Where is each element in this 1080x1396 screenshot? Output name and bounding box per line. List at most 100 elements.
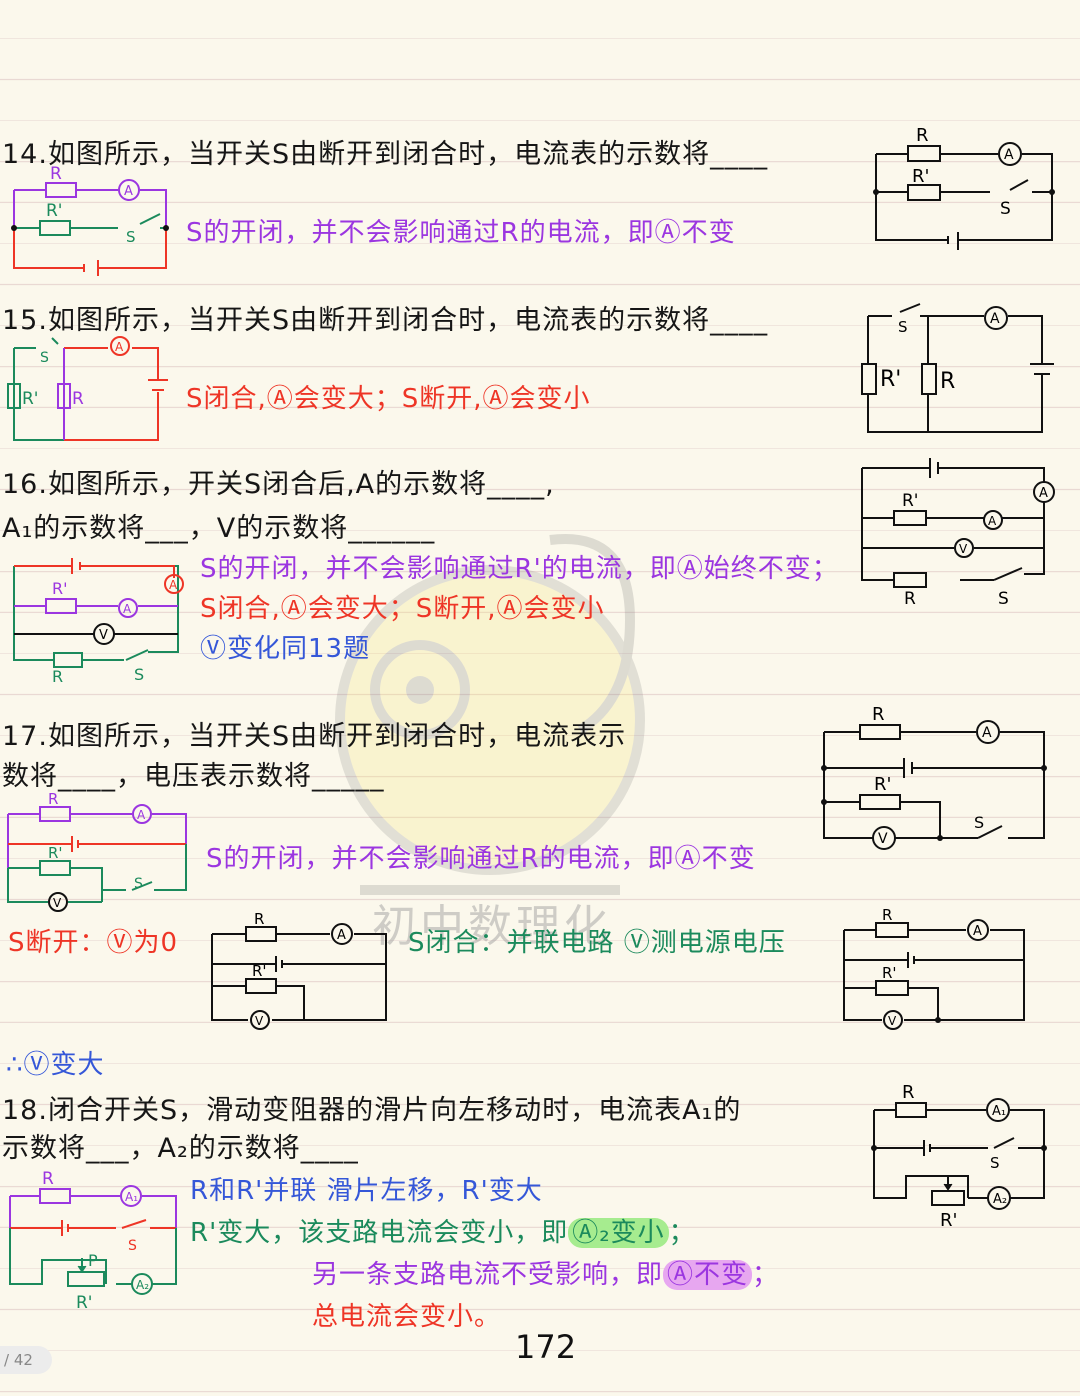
q14-student-circuit: A R R' S bbox=[11, 164, 169, 276]
q14-figure: A R R' S bbox=[873, 125, 1055, 250]
svg-text:R': R' bbox=[22, 389, 39, 409]
svg-text:V: V bbox=[53, 896, 62, 910]
svg-text:S: S bbox=[998, 589, 1009, 609]
q16-note2: S闭合,Ⓐ会变大；S断开,Ⓐ会变小 bbox=[200, 594, 605, 624]
svg-text:A: A bbox=[169, 578, 178, 592]
svg-text:S: S bbox=[134, 665, 144, 684]
q16-question-line2: A₁的示数将___，V的示数将______ bbox=[2, 513, 436, 544]
svg-text:R: R bbox=[42, 1169, 54, 1189]
q18-student-circuit: A₁ A₂ R S P R' bbox=[9, 1169, 177, 1313]
svg-text:S: S bbox=[990, 1154, 1000, 1172]
svg-text:R: R bbox=[872, 704, 885, 725]
svg-text:R: R bbox=[902, 1082, 915, 1103]
svg-text:R: R bbox=[940, 369, 955, 394]
q14-question: 14.如图所示，当开关S由断开到闭合时，电流表的示数将____ bbox=[2, 139, 769, 170]
svg-text:A: A bbox=[982, 725, 992, 741]
svg-text:A: A bbox=[123, 602, 132, 616]
q15-question: 15.如图所示，当开关S由断开到闭合时，电流表的示数将____ bbox=[2, 305, 769, 336]
q18-question-line2: 示数将___，A₂的示数将____ bbox=[2, 1133, 359, 1164]
q15-figure: A R' R S bbox=[861, 303, 1054, 433]
svg-text:R': R' bbox=[48, 844, 63, 862]
svg-text:S: S bbox=[128, 1238, 137, 1254]
svg-text:R': R' bbox=[912, 166, 929, 187]
svg-text:R: R bbox=[48, 790, 58, 808]
svg-text:R': R' bbox=[76, 1293, 93, 1313]
q17-closed-circuit: A V R R' bbox=[843, 906, 1025, 1030]
q18-figure: A₁ A₂ R S R' bbox=[871, 1082, 1047, 1231]
svg-text:S: S bbox=[40, 350, 49, 366]
svg-text:A₁: A₁ bbox=[125, 1190, 138, 1204]
q17-closed-note: S闭合：并联电路 Ⓥ测电源电压 bbox=[408, 928, 786, 958]
svg-text:A: A bbox=[115, 340, 124, 354]
svg-text:A: A bbox=[973, 924, 982, 939]
q16-figure: A A V R' R S bbox=[861, 458, 1055, 609]
resistor-label: R bbox=[50, 164, 62, 184]
q16-student-circuit: A A V R' R S bbox=[13, 558, 184, 686]
svg-text:V: V bbox=[878, 831, 888, 847]
svg-text:R': R' bbox=[882, 964, 897, 982]
resistor-prime-label: R' bbox=[46, 201, 63, 221]
svg-text:R': R' bbox=[880, 367, 901, 392]
switch-label: S bbox=[126, 228, 136, 246]
q17-open-circuit: A V R R' bbox=[211, 910, 387, 1030]
svg-text:R: R bbox=[72, 389, 84, 409]
q14-note: S的开闭，并不会影响通过R的电流，即Ⓐ不变 bbox=[186, 218, 736, 248]
svg-text:R': R' bbox=[940, 1210, 957, 1231]
svg-text:S: S bbox=[974, 813, 984, 832]
svg-text:V: V bbox=[959, 542, 968, 556]
q18-note3-post: ； bbox=[752, 1260, 780, 1290]
q15-note: S闭合,Ⓐ会变大；S断开,Ⓐ会变小 bbox=[186, 384, 591, 414]
svg-text:S: S bbox=[1000, 199, 1011, 219]
svg-text:V: V bbox=[888, 1014, 897, 1028]
svg-text:R: R bbox=[916, 125, 929, 146]
svg-text:A: A bbox=[990, 311, 1000, 327]
q18-note3-highlight: Ⓐ不变 bbox=[663, 1260, 753, 1290]
svg-text:R: R bbox=[254, 910, 264, 928]
svg-text:S: S bbox=[134, 876, 143, 892]
watermark-logo bbox=[335, 534, 645, 895]
svg-text:R': R' bbox=[874, 774, 891, 795]
q18-note2-pre: R'变大，该支路电流会变小，即 bbox=[190, 1218, 569, 1248]
ammeter-label: A bbox=[124, 184, 133, 199]
svg-text:R: R bbox=[904, 589, 916, 609]
q16-note1: S的开闭，并不会影响通过R'的电流，即Ⓐ始终不变； bbox=[200, 554, 839, 584]
svg-text:V: V bbox=[255, 1014, 264, 1028]
svg-text:V: V bbox=[99, 628, 108, 643]
watermark-text: 初中数理化 bbox=[372, 901, 612, 952]
page-number: 172 bbox=[515, 1328, 577, 1366]
svg-text:R: R bbox=[882, 906, 892, 924]
q17-question-line1: 17.如图所示，当开关S由断开到闭合时，电流表示 bbox=[2, 721, 627, 752]
page-indicator: / 42 bbox=[0, 1346, 52, 1374]
q17-note: S的开闭，并不会影响通过R的电流，即Ⓐ不变 bbox=[206, 844, 756, 874]
svg-text:A: A bbox=[1039, 486, 1048, 501]
q18-note1: R和R'并联 滑片左移，R'变大 bbox=[190, 1176, 543, 1206]
svg-text:A₂: A₂ bbox=[136, 1278, 149, 1292]
svg-text:A₂: A₂ bbox=[993, 1192, 1007, 1207]
q18-note4: 总电流会变小。 bbox=[312, 1302, 502, 1332]
q18-question-line1: 18.闭合开关S，滑动变阻器的滑片向左移动时，电流表A₁的 bbox=[2, 1095, 742, 1126]
svg-text:R: R bbox=[52, 667, 63, 686]
q18-note2-post: ； bbox=[668, 1218, 696, 1248]
q17-conclusion: ∴Ⓥ变大 bbox=[6, 1050, 105, 1080]
q15-student-circuit: A R' R S bbox=[7, 336, 168, 441]
svg-text:R': R' bbox=[52, 579, 68, 598]
svg-text:A: A bbox=[1004, 147, 1014, 163]
svg-text:A: A bbox=[137, 808, 146, 822]
q17-question-line2: 数将____，电压表示数将_____ bbox=[2, 761, 385, 792]
q17-student-circuit: A V R R' S bbox=[7, 790, 187, 912]
svg-text:R': R' bbox=[902, 491, 919, 511]
svg-text:A₁: A₁ bbox=[992, 1104, 1006, 1119]
svg-text:R': R' bbox=[252, 962, 267, 980]
svg-text:A: A bbox=[988, 514, 997, 528]
q16-note3: Ⓥ变化同13题 bbox=[200, 634, 371, 664]
q18-note3-pre: 另一条支路电流不受影响，即 bbox=[312, 1260, 664, 1290]
q17-figure: A V R R' S bbox=[821, 704, 1047, 850]
q17-open-note: S断开：Ⓥ为0 bbox=[8, 928, 179, 958]
svg-text:A: A bbox=[337, 928, 346, 943]
q18-note2-highlight: Ⓐ₂变小 bbox=[568, 1218, 669, 1248]
svg-text:S: S bbox=[898, 318, 908, 336]
svg-text:P: P bbox=[88, 1251, 98, 1270]
q16-question-line1: 16.如图所示，开关S闭合后,A的示数将____, bbox=[2, 469, 555, 500]
